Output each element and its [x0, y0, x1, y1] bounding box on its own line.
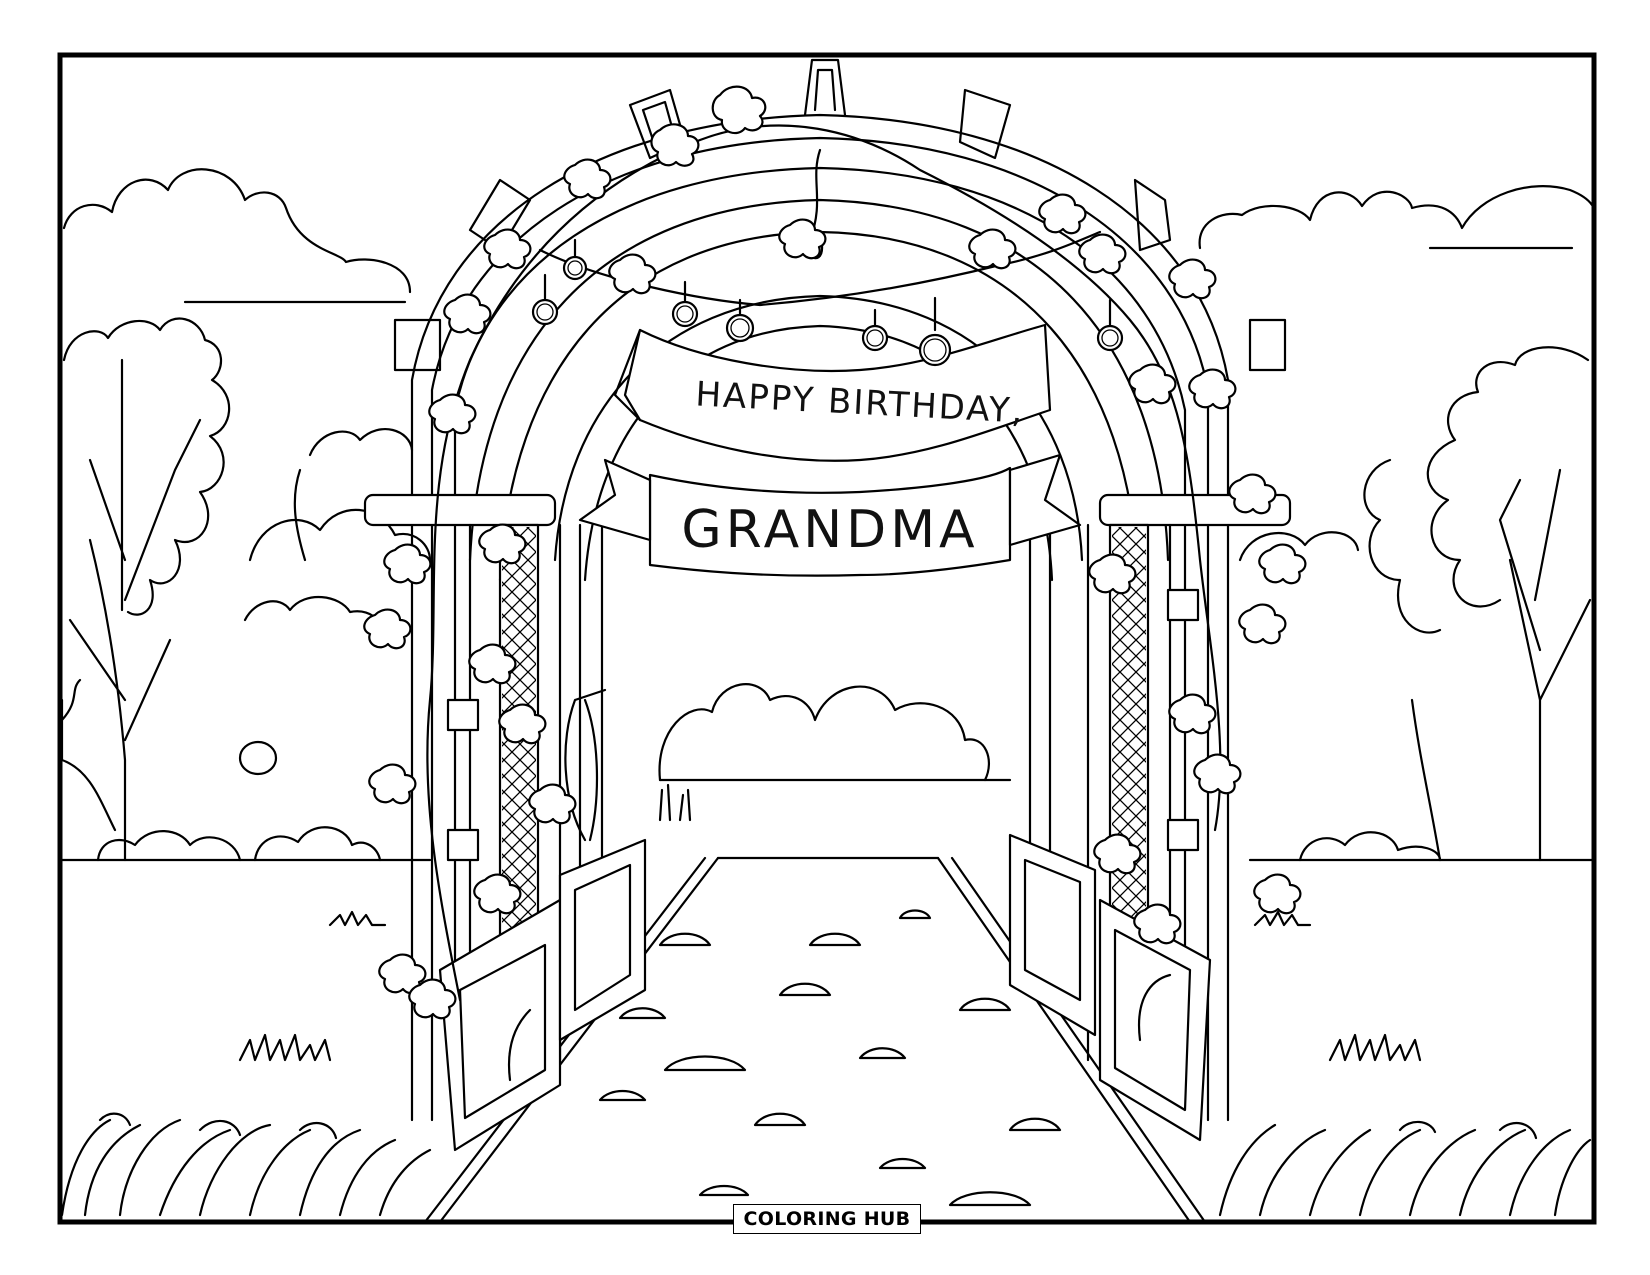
cloud-left — [62, 168, 412, 304]
light-bulb — [918, 296, 952, 367]
grass-tufts — [238, 783, 1422, 1062]
garden-path — [423, 856, 1207, 1224]
sun-circle — [238, 740, 278, 776]
side-box — [446, 698, 480, 732]
banner-line-2: GRANDMA — [681, 500, 979, 560]
light-bulb — [1096, 298, 1124, 352]
string-lights — [531, 148, 1124, 367]
watermark-label: COLORING HUB — [743, 1208, 911, 1230]
gate-left — [438, 838, 647, 1152]
light-bulb — [725, 298, 755, 343]
light-bulb — [861, 308, 889, 352]
coloring-hub-watermark: COLORING HUB — [733, 1204, 921, 1234]
ivy-leaf-cluster — [363, 85, 1307, 1020]
back-plant — [564, 688, 607, 842]
side-box — [1166, 588, 1200, 622]
light-bulb — [671, 280, 699, 328]
cloud-right — [1198, 185, 1594, 250]
crossbar-left — [363, 493, 557, 527]
light-bulb — [531, 273, 559, 326]
banner-bottom-shape — [578, 453, 1082, 577]
ivy-vines — [363, 85, 1307, 1020]
foreground-shrubs — [60, 1112, 1592, 1217]
gate-right — [1008, 833, 1212, 1142]
light-bulb — [562, 238, 588, 281]
side-box — [446, 828, 480, 862]
side-box — [1166, 818, 1200, 852]
tree-right — [1238, 346, 1592, 862]
tree-left — [60, 317, 278, 862]
stepping-stones — [598, 909, 1062, 1207]
back-bush — [658, 683, 990, 782]
